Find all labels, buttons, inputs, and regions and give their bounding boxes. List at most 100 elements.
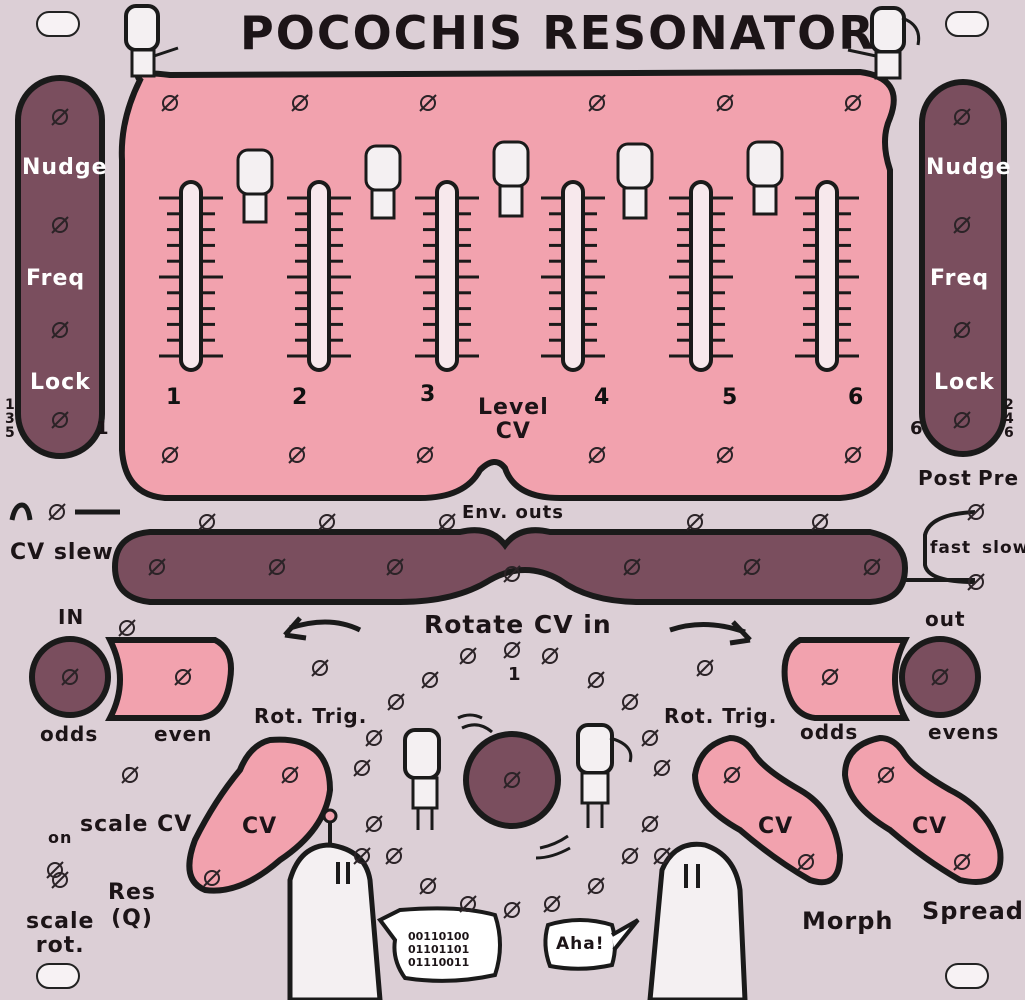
jack-42[interactable] — [459, 647, 477, 665]
jack-36[interactable] — [61, 668, 79, 686]
lock-left-label: Lock — [30, 370, 91, 395]
jack-50[interactable] — [365, 729, 383, 747]
jack-66[interactable] — [51, 871, 69, 889]
jack-53[interactable] — [353, 759, 371, 777]
jack-20[interactable] — [953, 411, 971, 429]
freq-left-label: Freq — [26, 266, 86, 291]
fader-4-label: 4 — [594, 385, 610, 410]
jack-30[interactable] — [268, 558, 286, 576]
jack-15[interactable] — [51, 321, 69, 339]
jack-49[interactable] — [621, 693, 639, 711]
on-label: on — [48, 828, 73, 847]
jack-17[interactable] — [953, 108, 971, 126]
jack-11[interactable] — [716, 446, 734, 464]
jack-62[interactable] — [587, 877, 605, 895]
jack-41[interactable] — [311, 659, 329, 677]
fader-6-label: 6 — [848, 385, 864, 410]
jack-67[interactable] — [281, 766, 299, 784]
out-label: out — [925, 607, 966, 631]
fader-1-label: 1 — [166, 385, 182, 410]
jack-43[interactable] — [503, 641, 521, 659]
slow-label: slow — [982, 538, 1025, 558]
jack-64[interactable] — [503, 901, 521, 919]
morph-label: Morph — [802, 907, 894, 935]
jack-37[interactable] — [174, 668, 192, 686]
jack-58[interactable] — [653, 847, 671, 865]
jack-32[interactable] — [503, 565, 521, 583]
odds-left-label: odds — [40, 722, 99, 746]
jack-18[interactable] — [953, 216, 971, 234]
jack-29[interactable] — [148, 558, 166, 576]
jack-56[interactable] — [641, 815, 659, 833]
jack-34[interactable] — [743, 558, 761, 576]
jack-9[interactable] — [416, 446, 434, 464]
jack-26[interactable] — [438, 513, 456, 531]
jack-1[interactable] — [161, 94, 179, 112]
jack-65[interactable] — [543, 895, 561, 913]
even-channels-label: 2 4 6 — [1004, 397, 1015, 441]
odd-channels-label: 1 3 5 — [5, 397, 16, 441]
jack-63[interactable] — [459, 895, 477, 913]
jack-8[interactable] — [288, 446, 306, 464]
jack-33[interactable] — [623, 558, 641, 576]
evens-label: evens — [928, 720, 1000, 744]
jack-71[interactable] — [797, 853, 815, 871]
jack-10[interactable] — [588, 446, 606, 464]
jack-72[interactable] — [877, 766, 895, 784]
jack-61[interactable] — [419, 877, 437, 895]
jack-70[interactable] — [723, 766, 741, 784]
jack-35[interactable] — [863, 558, 881, 576]
jack-14[interactable] — [51, 216, 69, 234]
jack-38[interactable] — [821, 668, 839, 686]
jack-6[interactable] — [844, 94, 862, 112]
jack-54[interactable] — [653, 759, 671, 777]
jack-59[interactable] — [385, 847, 403, 865]
jack-60[interactable] — [621, 847, 639, 865]
jack-74[interactable] — [46, 861, 64, 879]
jack-68[interactable] — [203, 869, 221, 887]
jack-7[interactable] — [161, 446, 179, 464]
jack-40[interactable] — [118, 619, 136, 637]
jack-69[interactable] — [503, 771, 521, 789]
jack-57[interactable] — [353, 847, 371, 865]
binary-speech: 00110100 01101101 01110011 — [408, 930, 470, 969]
jack-51[interactable] — [641, 729, 659, 747]
jack-19[interactable] — [953, 321, 971, 339]
jack-5[interactable] — [716, 94, 734, 112]
jack-16[interactable] — [51, 411, 69, 429]
jack-48[interactable] — [587, 671, 605, 689]
jack-46[interactable] — [387, 693, 405, 711]
fader-2-label: 2 — [292, 385, 308, 410]
jack-25[interactable] — [318, 513, 336, 531]
jack-27[interactable] — [686, 513, 704, 531]
jack-52[interactable] — [121, 766, 139, 784]
jack-39[interactable] — [931, 668, 949, 686]
even-label: even — [154, 722, 213, 746]
jack-23[interactable] — [967, 573, 985, 591]
fast-label: fast — [930, 538, 972, 558]
level-cv-label: Level CV — [478, 395, 549, 444]
jack-2[interactable] — [291, 94, 309, 112]
jack-13[interactable] — [51, 108, 69, 126]
jack-73[interactable] — [953, 853, 971, 871]
jack-3[interactable] — [419, 94, 437, 112]
cv-spread-label: CV — [912, 814, 948, 839]
jack-24[interactable] — [198, 513, 216, 531]
jack-44[interactable] — [541, 647, 559, 665]
jack-22[interactable] — [967, 503, 985, 521]
jack-55[interactable] — [365, 815, 383, 833]
jack-47[interactable] — [421, 671, 439, 689]
rot-trig-left-label: Rot. Trig. — [254, 704, 368, 728]
jack-31[interactable] — [386, 558, 404, 576]
right-inner-number: 6 — [910, 418, 924, 439]
jack-45[interactable] — [696, 659, 714, 677]
jack-21[interactable] — [48, 503, 66, 521]
fader-3-label: 3 — [420, 382, 436, 407]
jack-12[interactable] — [844, 446, 862, 464]
cv-slew-label: CV slew — [10, 540, 114, 565]
cv-morph-label: CV — [758, 814, 794, 839]
fader-5-label: 5 — [722, 385, 738, 410]
jack-4[interactable] — [588, 94, 606, 112]
jack-28[interactable] — [811, 513, 829, 531]
